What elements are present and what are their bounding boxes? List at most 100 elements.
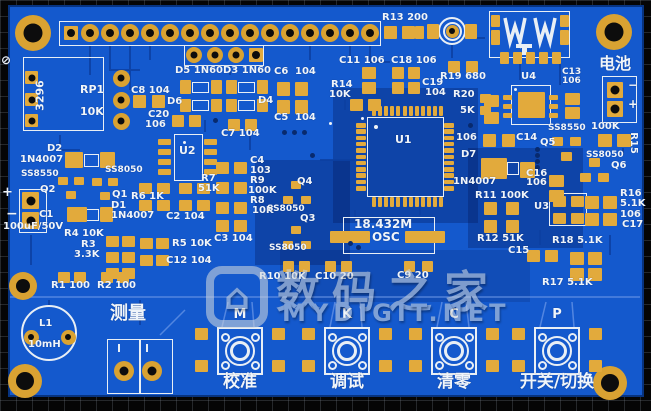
silkscreen-label: R3 [81, 239, 96, 250]
smd-pad [197, 200, 210, 211]
silkscreen-label: Q2 [40, 184, 56, 195]
smd-pad [133, 95, 146, 108]
smd-pad [245, 119, 257, 131]
smd-pad [404, 261, 415, 272]
smd-pad [484, 112, 499, 124]
through-hole-pad [112, 112, 130, 130]
smd-pad [157, 183, 170, 194]
silkscreen-label: 106 [456, 132, 477, 143]
smd-pad [422, 261, 433, 272]
silkscreen-label: R18 5.1K [552, 235, 603, 246]
tact-switch-corner-pin [220, 360, 230, 370]
smd-pad [100, 192, 110, 200]
smd-pad [158, 159, 171, 165]
through-hole-pad [301, 24, 319, 42]
smd-pad [204, 149, 217, 155]
smd-pad [561, 152, 572, 161]
smd-pad [179, 183, 192, 194]
silkscreen-label: SS8050 [267, 204, 305, 214]
qfp-lead [356, 148, 366, 153]
smd-pad [571, 196, 584, 207]
smd-pad [216, 182, 229, 194]
silkscreen-label: U1 [395, 133, 412, 146]
qfp-lead [356, 160, 366, 166]
qfp-lead [356, 167, 366, 172]
drill-hole [246, 29, 254, 37]
smd-pad [226, 99, 237, 112]
smd-pad [302, 360, 315, 372]
silkscreen-label: − [6, 206, 18, 222]
tact-switch-corner-pin [464, 332, 474, 342]
drill-hole [119, 366, 129, 376]
smd-pad [226, 80, 237, 94]
tact-switch-corner-pin [250, 360, 260, 370]
via [467, 122, 473, 128]
button-letter-label: C [449, 307, 459, 322]
via [309, 152, 315, 158]
smd-pad [553, 213, 566, 224]
qfp-lead [378, 197, 383, 207]
smd-pad [552, 137, 563, 146]
smd-pad [158, 149, 171, 155]
smd-pad [585, 196, 599, 209]
tact-switch-corner-pin [537, 332, 547, 342]
smd-pad [466, 61, 478, 73]
smd-pad [484, 220, 497, 233]
smd-pad [92, 178, 102, 186]
smd-pad [216, 162, 229, 174]
through-hole-pad [142, 361, 162, 381]
smd-pad [545, 250, 558, 262]
through-hole-pad-square [22, 212, 39, 229]
smd-pad [552, 52, 561, 64]
smd-pad [234, 182, 247, 194]
smd-pad [520, 162, 535, 178]
through-hole-pad [112, 91, 130, 109]
through-hole-pad-square [25, 93, 38, 106]
through-hole-pad [101, 24, 119, 42]
through-hole-pad [261, 24, 279, 42]
drill-hole [146, 29, 154, 37]
smd-pad [362, 82, 376, 94]
tact-switch-outline [431, 327, 477, 375]
smd-pad [549, 113, 558, 118]
qfp-lead [384, 106, 389, 116]
via [301, 129, 307, 135]
pin1-marker-dot [183, 141, 186, 144]
qfp-lead [444, 129, 454, 134]
smd-pad [392, 82, 404, 94]
through-hole-pad [321, 24, 339, 42]
qfp-lead [420, 106, 425, 116]
mounting-hole [15, 15, 51, 51]
through-hole-pad-square [25, 114, 38, 127]
silkscreen-label: 106 [526, 177, 547, 188]
silkscreen-label: R9 [250, 175, 265, 186]
silkscreen-outline [367, 117, 444, 197]
smd-pad [108, 178, 118, 186]
smd-pad [603, 196, 617, 209]
smd-pad [486, 328, 499, 340]
qfp-lead [414, 197, 419, 207]
silkscreen-label: C10 20 [315, 271, 354, 282]
silkscreen-outline [192, 100, 209, 111]
smd-pad [506, 202, 519, 215]
usb-silk-mark [516, 44, 532, 48]
tact-switch-outline [324, 327, 370, 375]
tact-switch-corner-pin [250, 332, 260, 342]
smd-pad [491, 30, 500, 45]
smd-pad [139, 200, 152, 211]
smd-pad [465, 24, 477, 39]
button-letter-label: K [341, 307, 353, 322]
drill-hole [67, 29, 75, 37]
qfp-lead [356, 141, 366, 147]
qfp-lead [356, 129, 366, 134]
silkscreen-label: 5K [460, 105, 475, 116]
smd-pad [152, 95, 165, 108]
smd-pad [526, 52, 535, 64]
silkscreen-outline [84, 154, 99, 167]
drill-hole [28, 117, 35, 124]
through-hole-pad-square [22, 192, 39, 209]
qfp-lead [426, 197, 431, 207]
measure-terminal-tick [146, 344, 148, 352]
smd-pad [405, 231, 445, 243]
qfp-lead [444, 186, 454, 191]
